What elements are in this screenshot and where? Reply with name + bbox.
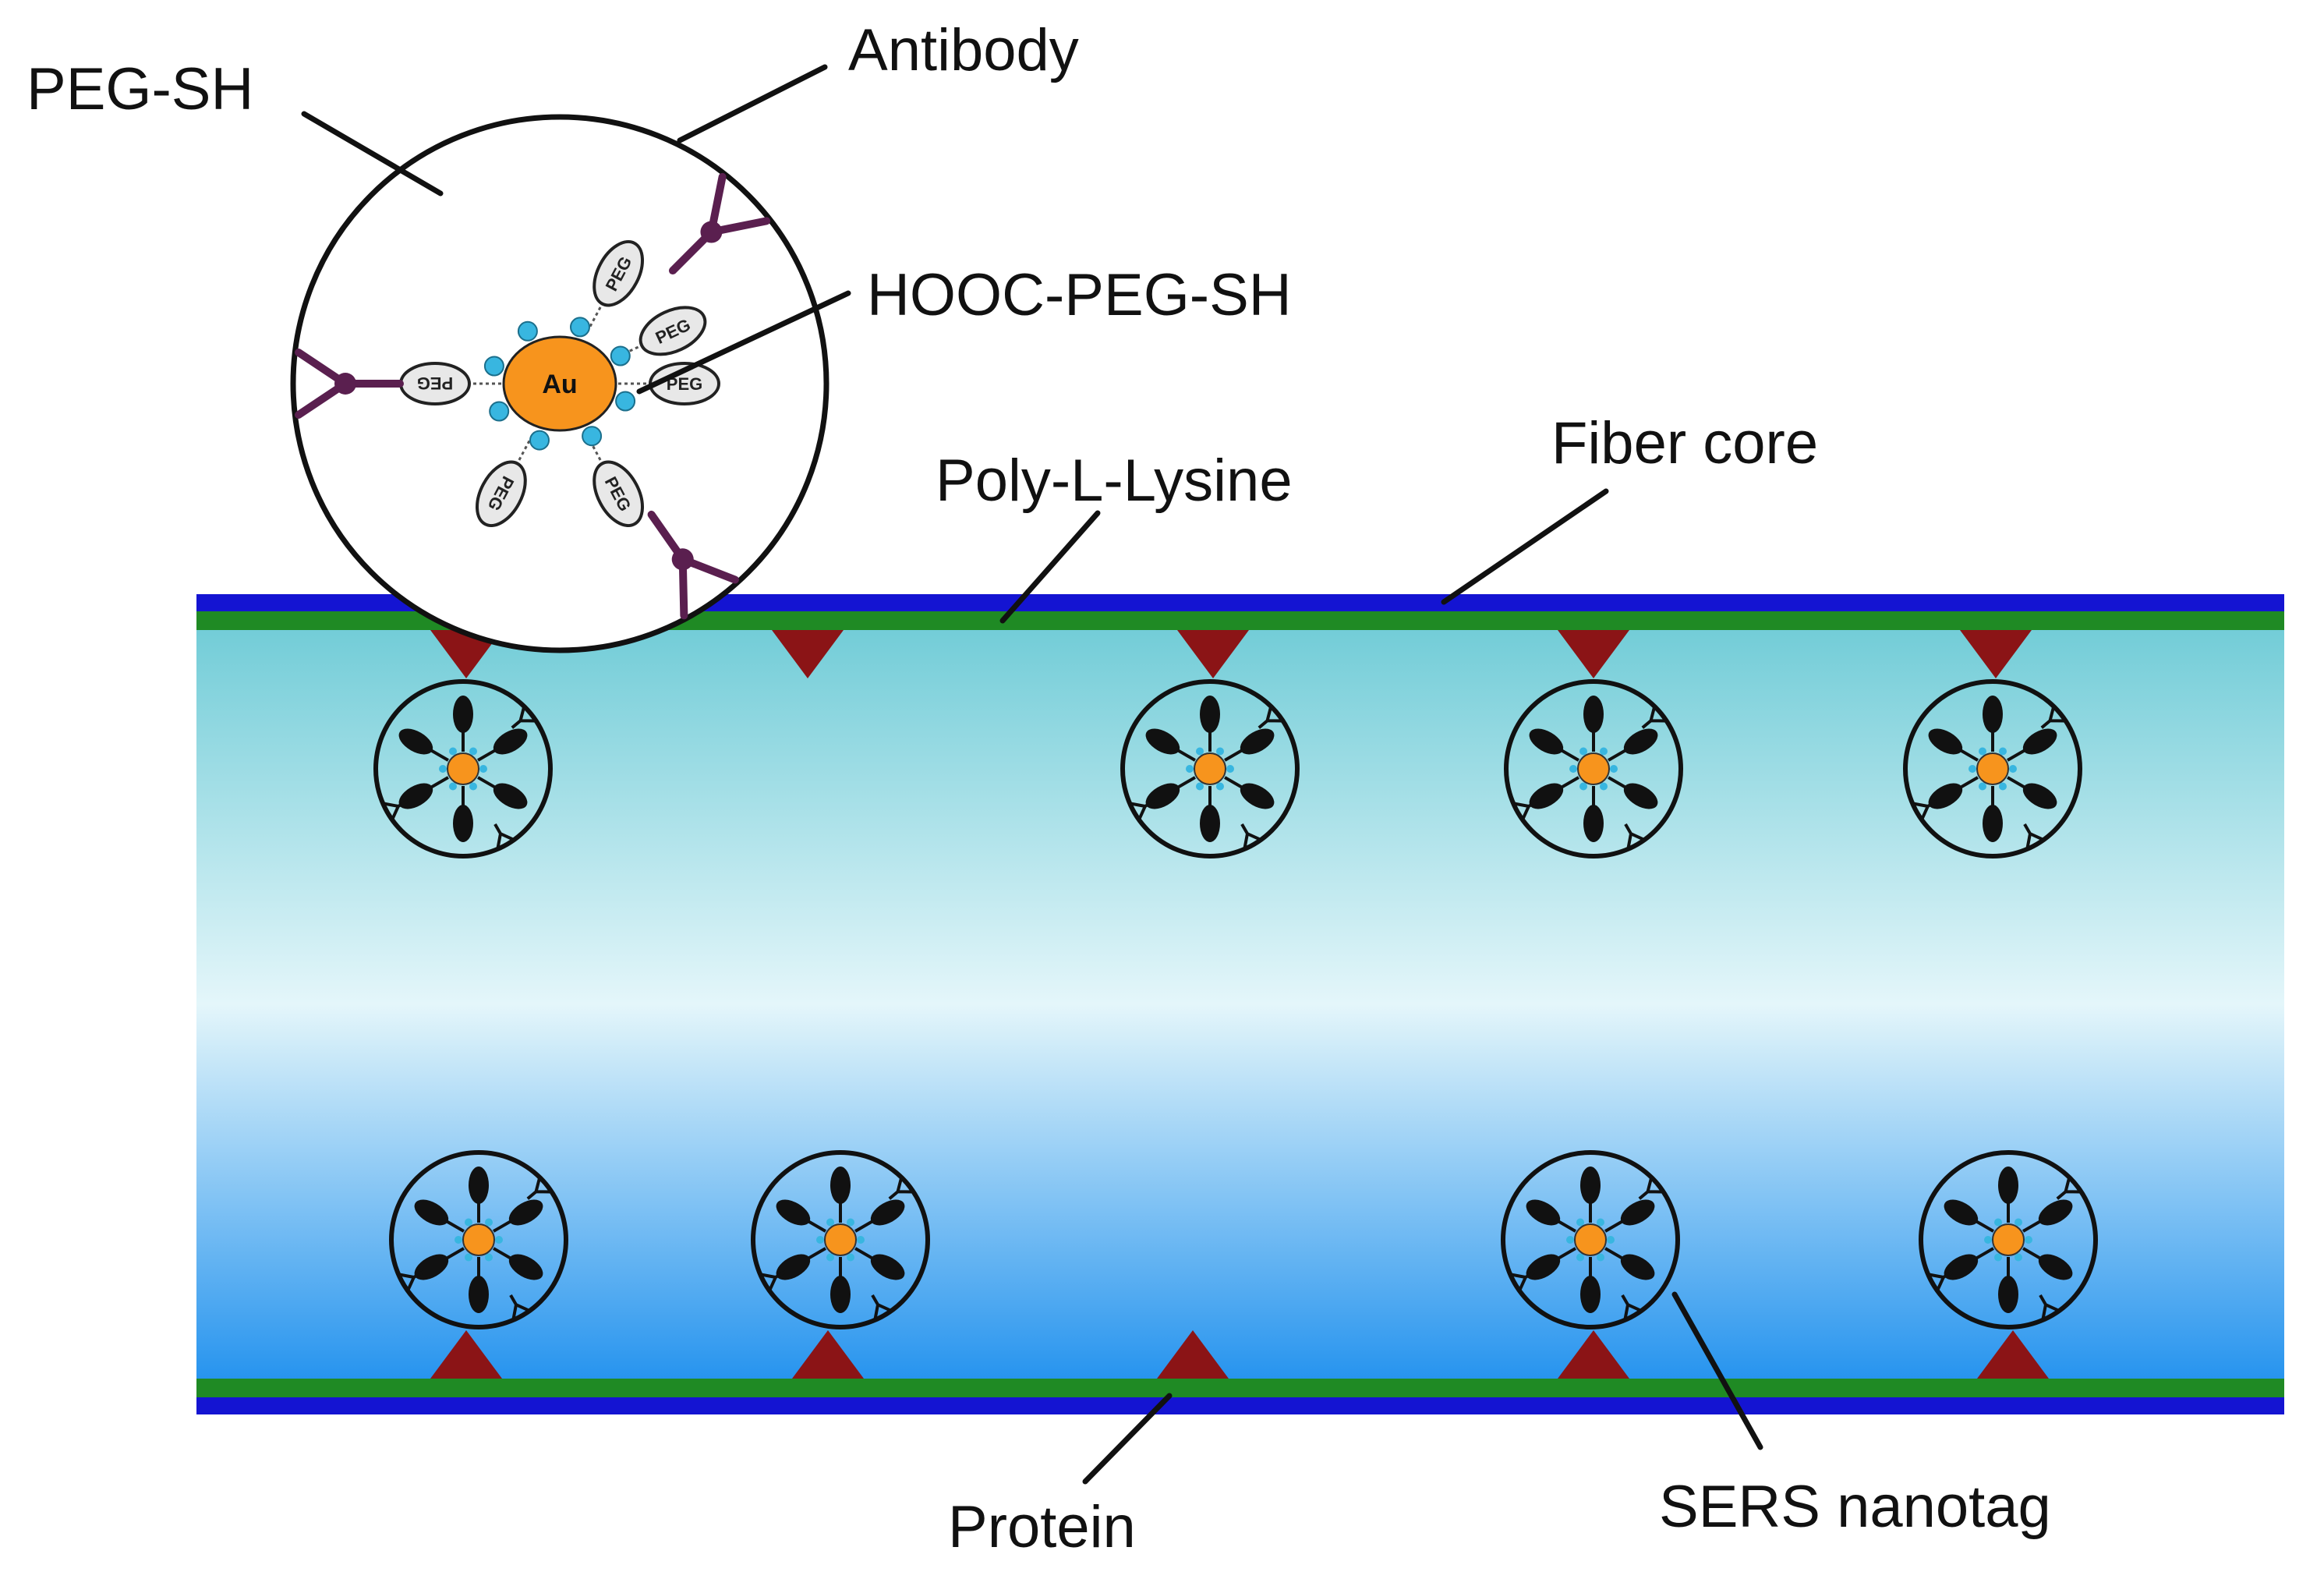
linker-bead xyxy=(517,320,538,342)
bottom-poly-l-lysine-layer xyxy=(196,1379,2284,1397)
fiber-core-leader xyxy=(1441,488,1609,605)
linker-bead xyxy=(529,430,550,451)
protein-triangle xyxy=(1977,1330,2049,1379)
peg-chain xyxy=(638,306,707,356)
peg-arm: PEG xyxy=(585,434,644,527)
sers-nanotag xyxy=(389,1150,568,1329)
linker-bead xyxy=(570,317,590,338)
linker-bead xyxy=(582,426,603,447)
sers-nanotag xyxy=(751,1150,930,1329)
sers-nanotag xyxy=(373,679,553,859)
protein-triangle xyxy=(792,1330,864,1379)
sers-nanotag xyxy=(1504,679,1683,859)
label-protein: Protein xyxy=(948,1494,1136,1560)
peg-chain xyxy=(476,460,527,527)
protein-markers xyxy=(430,630,2049,1379)
antibody-leader xyxy=(677,64,828,143)
peg-arm: PEG xyxy=(612,306,707,360)
optical-fiber xyxy=(196,594,2284,1414)
linker-bead xyxy=(489,401,510,422)
nanotag-markers xyxy=(373,679,2098,1329)
gold-core-label: Au xyxy=(542,370,577,399)
peg-sh-leader xyxy=(301,111,444,196)
label-antibody: Antibody xyxy=(848,17,1079,83)
protein-triangle xyxy=(1177,630,1249,678)
peg-arm: PEG xyxy=(585,240,644,333)
hooc-peg-sh-leader xyxy=(636,290,851,395)
poly-l-lysine-leader xyxy=(999,510,1101,624)
sers-nanotag xyxy=(1501,1150,1680,1329)
peg-chain xyxy=(592,240,644,307)
protein-leader xyxy=(1082,1393,1173,1485)
sers-nanotag xyxy=(1919,1150,2098,1329)
protein-triangle xyxy=(1558,1330,1629,1379)
label-hooc-peg-sh: HOOC-PEG-SH xyxy=(867,262,1292,328)
bottom-cladding-layer xyxy=(196,1397,2284,1414)
antibody-icon xyxy=(647,510,739,620)
peg-chain xyxy=(592,460,644,527)
peg-arm: PEG xyxy=(476,434,534,527)
label-peg-sh: PEG-SH xyxy=(27,56,253,122)
label-sers-nanotag: SERS nanotag xyxy=(1659,1474,2051,1540)
gold-core xyxy=(502,335,617,432)
label-fiber-core: Fiber core xyxy=(1551,410,1818,476)
label-poly-l-lysine: Poly-L-Lysine xyxy=(936,448,1293,514)
protein-triangle xyxy=(772,630,844,678)
antibody-icon xyxy=(668,172,771,275)
protein-triangle xyxy=(1157,1330,1229,1379)
linker-bead xyxy=(610,345,631,366)
sers-nanotag xyxy=(1120,679,1300,859)
antibody-icon xyxy=(295,349,404,419)
peg-chain-label: PEG xyxy=(417,374,453,393)
leader-lines xyxy=(301,64,1763,1485)
protein-triangle xyxy=(1960,630,2032,678)
peg-arm: PEG xyxy=(618,362,720,405)
protein-triangle xyxy=(1558,630,1629,678)
sers-nanotag xyxy=(1903,679,2082,859)
protein-triangle xyxy=(430,1330,502,1379)
linker-bead xyxy=(615,391,636,412)
sers-nanotag-leader xyxy=(1671,1291,1763,1450)
linker-bead xyxy=(483,356,504,377)
linker-beads xyxy=(483,317,636,451)
